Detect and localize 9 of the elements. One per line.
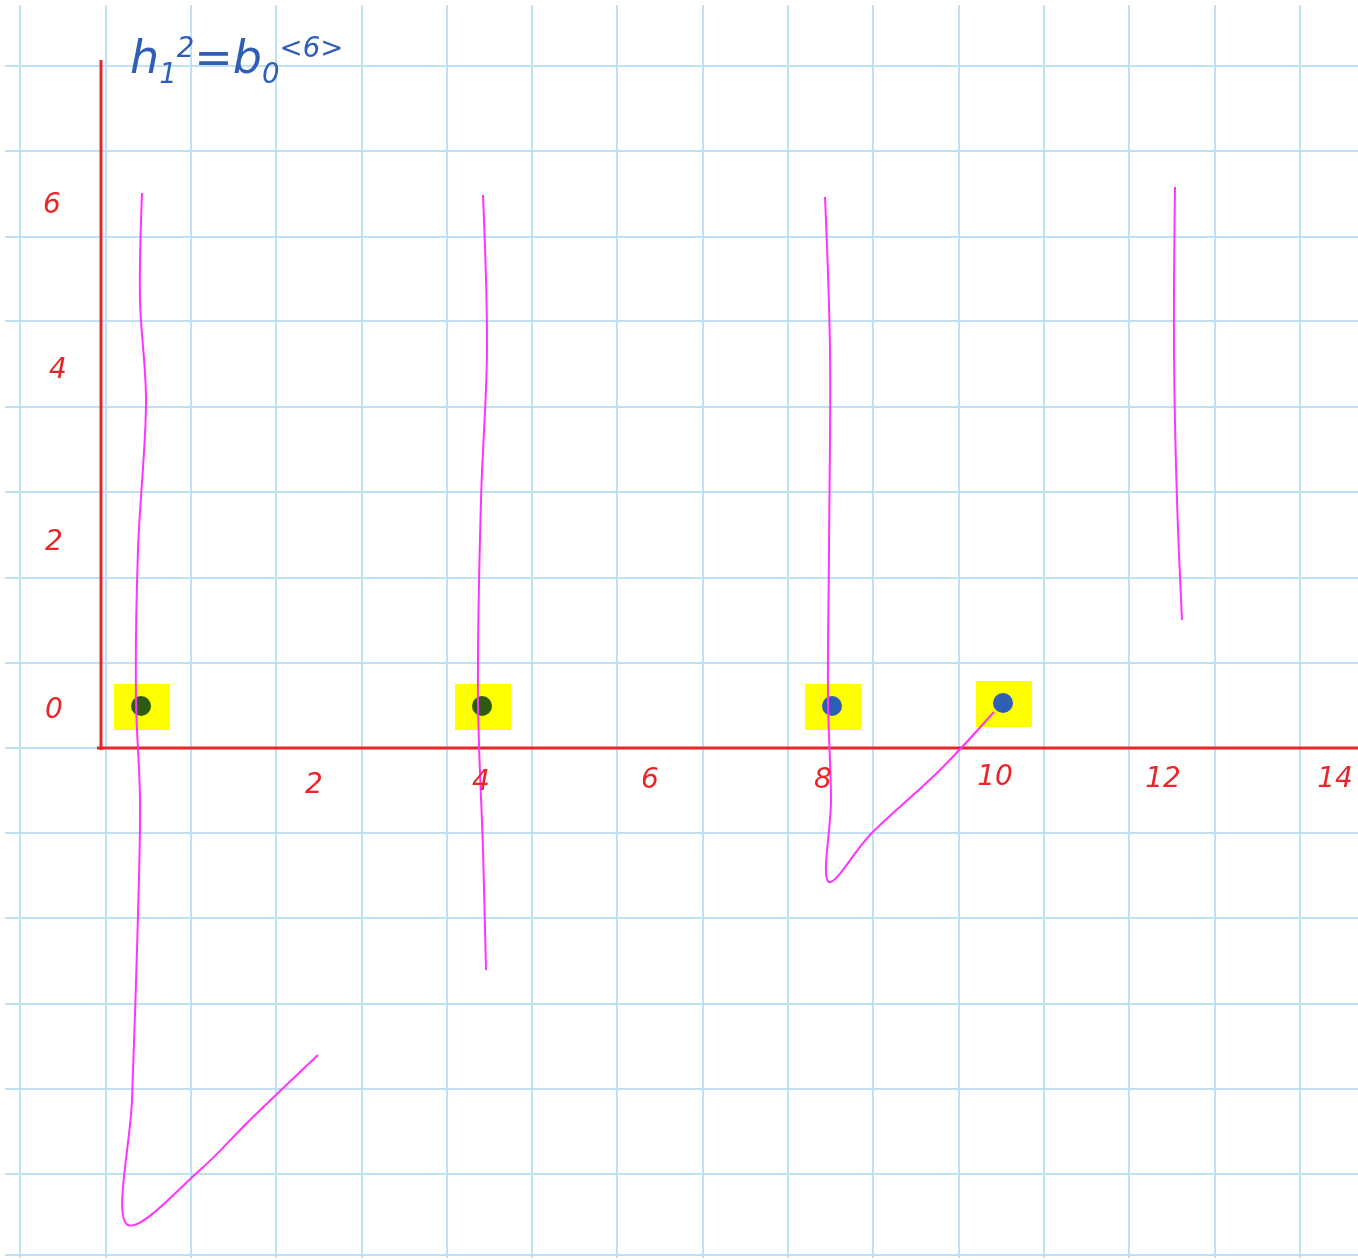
x-tick-label: 6: [641, 761, 659, 795]
x-tick-label: 2: [305, 766, 323, 800]
x-tick-label: 12: [1145, 760, 1181, 794]
y-tick-label: 4: [49, 351, 67, 385]
x-tick-label: 10: [977, 758, 1013, 792]
y-tick-label: 0: [45, 691, 63, 725]
x-tick-label: 14: [1317, 760, 1353, 794]
y-tick-label: 2: [45, 523, 63, 557]
y-tick-label: 6: [43, 186, 61, 220]
